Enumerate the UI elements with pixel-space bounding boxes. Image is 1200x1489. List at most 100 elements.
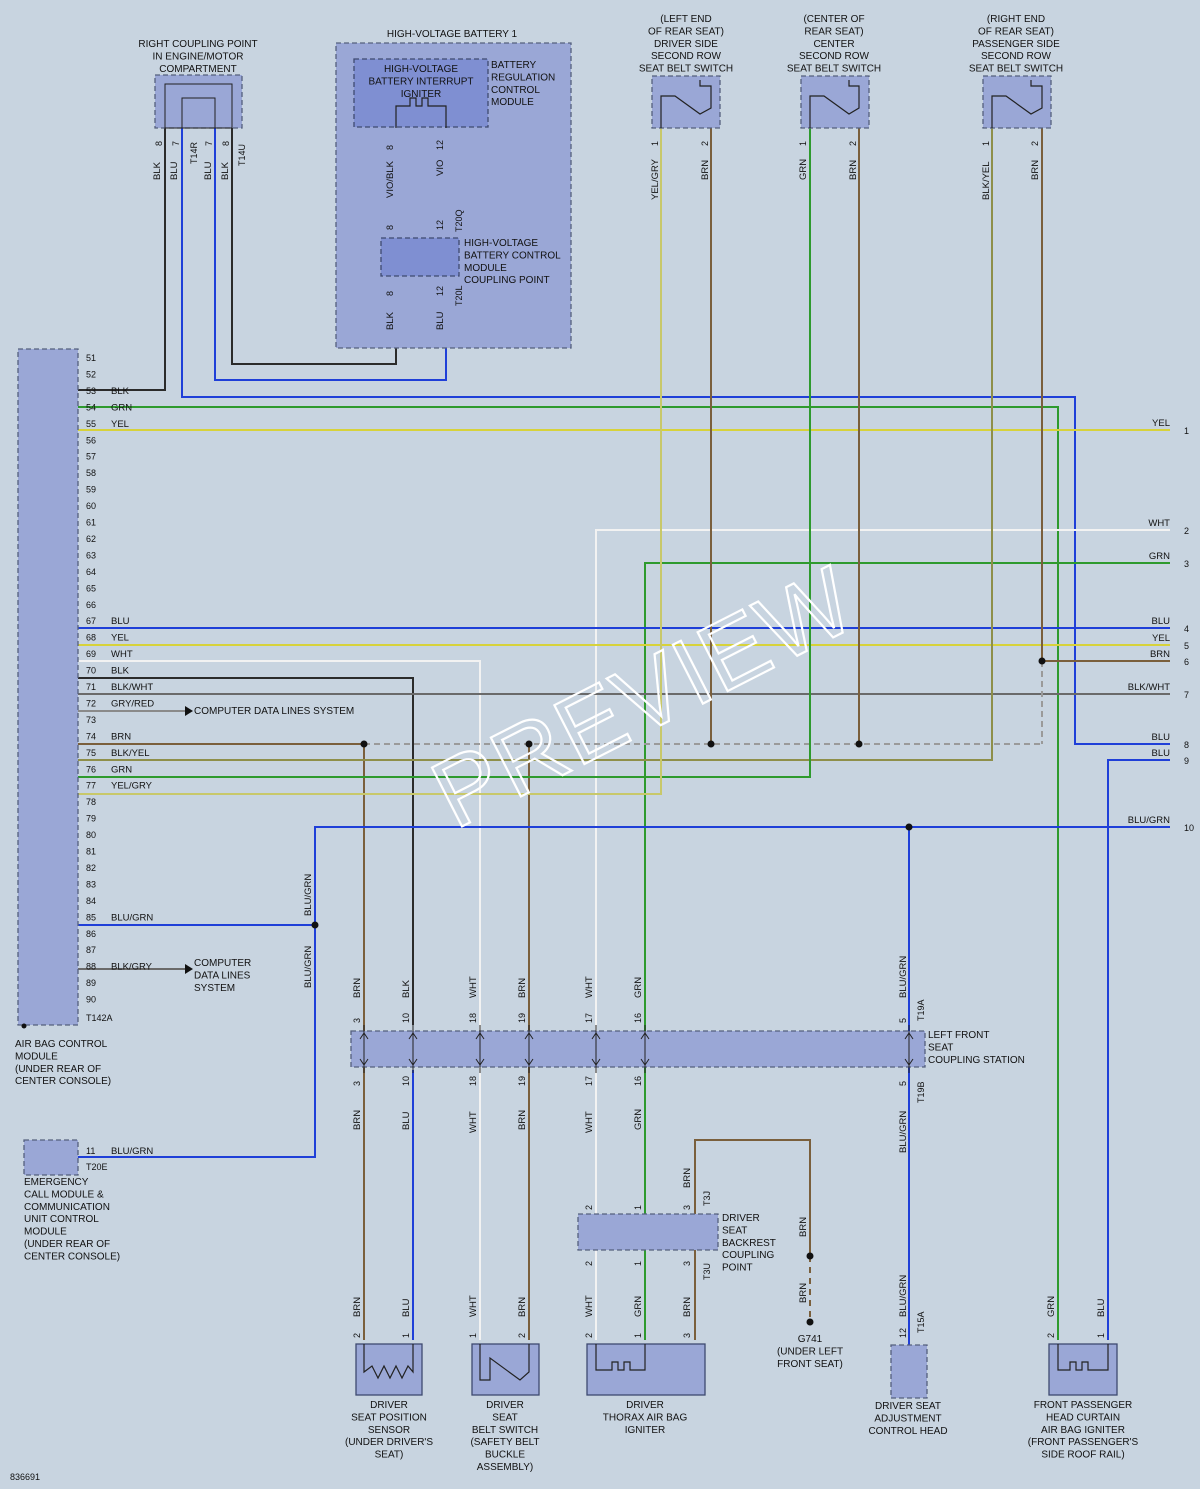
output-number: 7 bbox=[1184, 690, 1189, 700]
airbag-pin-number: 75 bbox=[86, 748, 96, 758]
connector-t20l: T20L bbox=[454, 285, 464, 306]
vertical-wire-label: WHT bbox=[468, 1111, 479, 1133]
airbag-pin-wire-label: GRN bbox=[111, 402, 132, 413]
wire-grn-76 bbox=[78, 128, 811, 778]
connector-t19a: T19A bbox=[916, 999, 926, 1021]
airbag-pin-number: 85 bbox=[86, 912, 96, 922]
vertical-wire-label: BRN bbox=[517, 1297, 528, 1317]
airbag-pin-number: 86 bbox=[86, 929, 96, 939]
pin-number: 8 bbox=[385, 225, 395, 230]
airbag-pin-number: 59 bbox=[86, 485, 96, 495]
output-number: 4 bbox=[1184, 624, 1189, 634]
airbag-pin-number: 68 bbox=[86, 633, 96, 643]
wire-blu-t14r bbox=[181, 128, 1170, 745]
airbag-pin-number: 81 bbox=[86, 847, 96, 857]
pin-number: 16 bbox=[633, 1013, 643, 1023]
airbag-pin-number: 54 bbox=[86, 402, 96, 412]
vertical-wire-label: BLU/GRN bbox=[898, 1275, 909, 1317]
vertical-wire-label: WHT bbox=[584, 976, 595, 998]
vertical-wire-label: BLU bbox=[401, 1111, 412, 1130]
output-number: 5 bbox=[1184, 641, 1189, 651]
airbag-pin-number: 77 bbox=[86, 781, 96, 791]
pin-number: 17 bbox=[584, 1076, 594, 1086]
vertical-wire-label: GRN bbox=[633, 977, 644, 998]
junction-dot bbox=[360, 740, 368, 748]
airbag-pin-number: 89 bbox=[86, 978, 96, 988]
airbag-pin-number: 76 bbox=[86, 764, 96, 774]
airbag-pin-number: 70 bbox=[86, 666, 96, 676]
airbag-pin-wire-label: BLK/WHT bbox=[111, 682, 153, 693]
airbag-pin-number: 88 bbox=[86, 962, 96, 972]
connector-t3u: T3U bbox=[702, 1263, 712, 1280]
vertical-wire-label: BLU/GRN bbox=[898, 1111, 909, 1153]
vertical-wire-label: BRN bbox=[1030, 160, 1041, 180]
output-wire-label: BLU bbox=[1152, 748, 1171, 759]
vertical-wire-label: BLK/YEL bbox=[981, 161, 992, 200]
wire-grn-3 bbox=[644, 562, 1170, 1215]
pin-number: 8 bbox=[221, 141, 231, 146]
pin-number: 3 bbox=[352, 1018, 362, 1023]
airbag-pin-number: 53 bbox=[86, 386, 96, 396]
vertical-wire-label: BLU bbox=[435, 311, 446, 330]
output-wire-label: BLK/WHT bbox=[1128, 682, 1170, 693]
pin-number: 3 bbox=[682, 1333, 692, 1338]
output-number: 10 bbox=[1184, 823, 1194, 833]
airbag-pin-number: 55 bbox=[86, 419, 96, 429]
pin-number: 2 bbox=[352, 1333, 362, 1338]
airbag-pin-number: 60 bbox=[86, 501, 96, 511]
vertical-wire-label: BRN bbox=[352, 1110, 363, 1130]
vertical-wire-label: WHT bbox=[468, 976, 479, 998]
vertical-wire-label: WHT bbox=[584, 1295, 595, 1317]
igniter-symbol bbox=[595, 1344, 646, 1371]
airbag-pin-wire-label: BLK bbox=[111, 386, 130, 397]
vertical-wire-label: BLK bbox=[220, 161, 231, 180]
airbag-pin-number: 51 bbox=[86, 353, 96, 363]
vertical-wire-label: BLK bbox=[401, 979, 412, 998]
pin-number: 1 bbox=[798, 141, 808, 146]
junction-dot bbox=[707, 740, 715, 748]
computer-data-label-1: COMPUTER DATA LINES SYSTEM bbox=[194, 706, 354, 717]
wire-blk-70 bbox=[78, 677, 414, 1025]
connector-t14r: T14R bbox=[189, 141, 199, 164]
emergency-pin-wire: BLU/GRN bbox=[111, 1146, 153, 1157]
airbag-pin-number: 52 bbox=[86, 369, 96, 379]
airbag-pin-number: 78 bbox=[86, 797, 96, 807]
output-number: 6 bbox=[1184, 657, 1189, 667]
connector-t20q: T20Q bbox=[454, 209, 464, 232]
airbag-pin-number: 62 bbox=[86, 534, 96, 544]
airbag-pin-number: 84 bbox=[86, 896, 96, 906]
output-wire-label: YEL bbox=[1152, 418, 1170, 429]
airbag-pin-number: 58 bbox=[86, 468, 96, 478]
airbag-pin-number: 65 bbox=[86, 583, 96, 593]
pin-number: 2 bbox=[700, 141, 710, 146]
vertical-wire-label: WHT bbox=[468, 1295, 479, 1317]
airbag-pin-wire-label: YEL/GRY bbox=[111, 781, 153, 792]
coupling-pin-mark bbox=[524, 1025, 534, 1073]
vertical-wire-label: GRN bbox=[798, 159, 809, 180]
figure-id: 836691 bbox=[10, 1472, 40, 1482]
airbag-pin-wire-label: YEL bbox=[111, 419, 129, 430]
airbag-pin-wire-label: BLK bbox=[111, 666, 130, 677]
coupling-pin-mark bbox=[640, 1025, 650, 1073]
wire-blkyel-75 bbox=[78, 128, 993, 761]
pin-number: 3 bbox=[682, 1205, 692, 1210]
vertical-wire-label: BRN bbox=[682, 1168, 693, 1188]
output-wire-label: BLU bbox=[1152, 616, 1171, 627]
vertical-wire-label: GRN bbox=[1046, 1296, 1057, 1317]
pin-number: 18 bbox=[468, 1076, 478, 1086]
